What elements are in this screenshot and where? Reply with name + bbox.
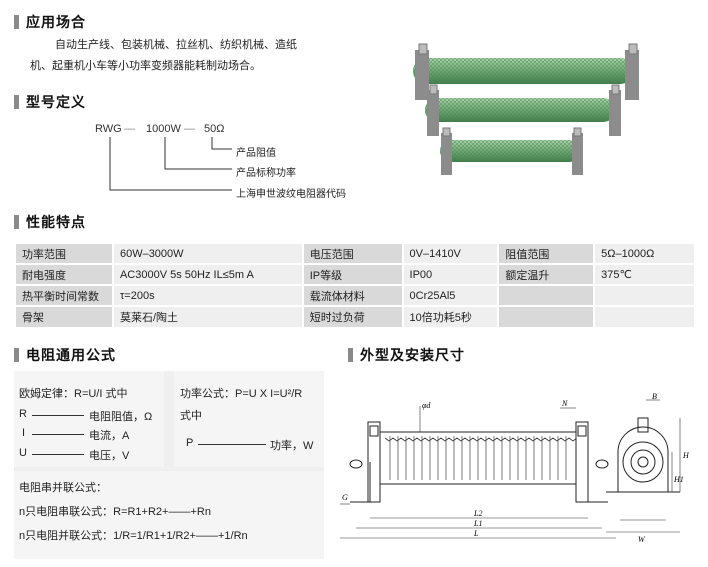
section-title-application: 应用场合 bbox=[26, 14, 86, 30]
dimension-label-h1: H1 bbox=[673, 475, 684, 484]
section-title-formula: 电阻通用公式 bbox=[26, 347, 116, 363]
formula-ohm-law: 欧姆定律：R=U/I 式中 bbox=[19, 388, 128, 400]
section-bar bbox=[14, 95, 19, 109]
table-cell-label bbox=[497, 284, 595, 306]
formula-i-description: 电流，A bbox=[89, 430, 130, 442]
dimension-label-l: L bbox=[473, 529, 479, 538]
table-cell-label: 载流体材料 bbox=[301, 284, 403, 306]
model-separator-2: — bbox=[184, 123, 195, 135]
formula-u-line bbox=[32, 454, 84, 455]
formula-panel: 欧姆定律：R=U/I 式中 R 电阻阻值，Ω I 电流，A U 电压，V 功率公… bbox=[14, 371, 324, 559]
table-cell-value: 10倍功耗5秒 bbox=[401, 305, 499, 327]
dimension-label-l2: L2 bbox=[473, 509, 482, 518]
side-view: B H H1 W bbox=[606, 392, 690, 544]
formula-r-line bbox=[32, 415, 84, 416]
resistor-large bbox=[413, 43, 639, 100]
dimension-label-h: H bbox=[682, 451, 690, 460]
table-cell-label: 热平衡时间常数 bbox=[14, 284, 113, 306]
table-cell-value: 5Ω–1000Ω bbox=[593, 242, 694, 264]
formula-i-line bbox=[32, 434, 84, 435]
dimension-label-l1: L1 bbox=[473, 519, 482, 528]
model-annotation-power: 产品标称功率 bbox=[236, 168, 296, 179]
table-cell-label: 耐电强度 bbox=[14, 263, 113, 285]
table-row: 骨架 莫莱石/陶土 短时过负荷 10倍功耗5秒 bbox=[14, 305, 694, 327]
section-performance-header: 性能特点 bbox=[14, 212, 86, 232]
section-bar bbox=[14, 15, 19, 29]
model-part-resistance: 50Ω bbox=[204, 123, 225, 135]
model-annotation-resistance: 产品阻值 bbox=[236, 148, 276, 159]
dimension-label-b: B bbox=[652, 392, 657, 401]
application-line-1: 自动生产线、包装机械、拉丝机、纺织机械、造纸 bbox=[55, 39, 297, 51]
section-title-performance: 性能特点 bbox=[26, 214, 86, 230]
section-title-dimensions: 外型及安装尺寸 bbox=[360, 347, 465, 363]
formula-u-symbol: U bbox=[19, 447, 27, 459]
table-cell-label: 短时过负荷 bbox=[301, 305, 403, 327]
section-bar bbox=[14, 348, 19, 362]
resistor-medium bbox=[425, 84, 621, 136]
table-row: 功率范围 60W–3000W 电压范围 0V–1410V 阻值范围 5Ω–100… bbox=[14, 242, 694, 264]
formula-p-line bbox=[198, 444, 266, 445]
dimension-label-n: N bbox=[561, 399, 568, 408]
section-model-header: 型号定义 bbox=[14, 92, 86, 112]
formula-power-panel bbox=[174, 371, 324, 467]
performance-table: 功率范围 60W–3000W 电压范围 0V–1410V 阻值范围 5Ω–100… bbox=[14, 242, 694, 327]
table-row: 热平衡时间常数 τ=200s 载流体材料 0Cr25Al5 bbox=[14, 284, 694, 306]
section-application-header: 应用场合 bbox=[14, 12, 86, 32]
section-bar bbox=[348, 348, 353, 362]
dimension-label-phi-d: φd bbox=[422, 401, 431, 410]
table-cell-value bbox=[593, 305, 694, 327]
dimension-label-w: W bbox=[638, 535, 646, 544]
table-cell-value: AC3000V 5s 50Hz IL≤5m A bbox=[111, 263, 303, 285]
model-separator-1: — bbox=[124, 123, 135, 135]
table-cell-value: 0V–1410V bbox=[401, 242, 499, 264]
table-cell-value: τ=200s bbox=[111, 284, 303, 306]
front-view: φd N G L2 L1 L bbox=[340, 399, 616, 539]
table-cell-value: 375℃ bbox=[593, 263, 694, 285]
table-cell-value: 0Cr25Al5 bbox=[401, 284, 499, 306]
model-part-code: RWG bbox=[95, 123, 122, 135]
section-title-model: 型号定义 bbox=[26, 94, 86, 110]
model-annotation-maker: 上海申世波纹电阻器代码 bbox=[236, 189, 346, 200]
table-row: 耐电强度 AC3000V 5s 50Hz IL≤5m A IP等级 IP00 额… bbox=[14, 263, 694, 285]
table-cell-value: 60W–3000W bbox=[111, 242, 303, 264]
table-cell-label: IP等级 bbox=[301, 263, 403, 285]
formula-parallel: n只电阻并联公式：1/R=1/R1+1/R2+——+1/Rn bbox=[19, 530, 248, 542]
formula-ohm-panel bbox=[14, 371, 164, 467]
formula-u-description: 电压，V bbox=[89, 450, 130, 462]
table-cell-value: IP00 bbox=[401, 263, 499, 285]
model-connector-lines bbox=[109, 137, 232, 191]
table-cell-label: 骨架 bbox=[14, 305, 113, 327]
formula-combination-panel bbox=[14, 471, 324, 559]
formula-series: n只电阻串联公式：R=R1+R2+——+Rn bbox=[19, 506, 211, 518]
table-cell-label: 电压范围 bbox=[301, 242, 403, 264]
table-cell-value bbox=[593, 284, 694, 306]
formula-power-note: 式中 bbox=[180, 410, 202, 422]
resistor-product-image bbox=[413, 43, 639, 175]
section-formula-header: 电阻通用公式 bbox=[14, 345, 116, 365]
formula-power-law: 功率公式：P=U X I=U²/R bbox=[180, 388, 303, 400]
table-cell-label: 阻值范围 bbox=[497, 242, 595, 264]
formula-i-symbol: I bbox=[22, 427, 26, 439]
dimension-drawing: φd N G L2 L1 L B H H1 W bbox=[340, 392, 690, 544]
table-cell-value: 莫莱石/陶土 bbox=[111, 305, 303, 327]
formula-r-description: 电阻阻值，Ω bbox=[89, 411, 153, 423]
dimension-label-g: G bbox=[342, 493, 348, 502]
table-cell-label: 额定温升 bbox=[497, 263, 595, 285]
section-bar bbox=[14, 215, 19, 229]
formula-r-symbol: R bbox=[19, 408, 27, 420]
application-line-2: 机、起重机小车等小功率变频器能耗制动场合。 bbox=[30, 60, 261, 72]
formula-p-symbol: P bbox=[186, 437, 194, 449]
formula-combination-title: 电阻串并联公式： bbox=[19, 482, 107, 494]
table-cell-label bbox=[497, 305, 595, 327]
section-dimensions-header: 外型及安装尺寸 bbox=[348, 345, 465, 365]
resistor-small bbox=[440, 127, 583, 175]
model-part-power: 1000W bbox=[146, 123, 181, 135]
formula-p-description: 功率，W bbox=[270, 440, 314, 452]
table-cell-label: 功率范围 bbox=[14, 242, 113, 264]
